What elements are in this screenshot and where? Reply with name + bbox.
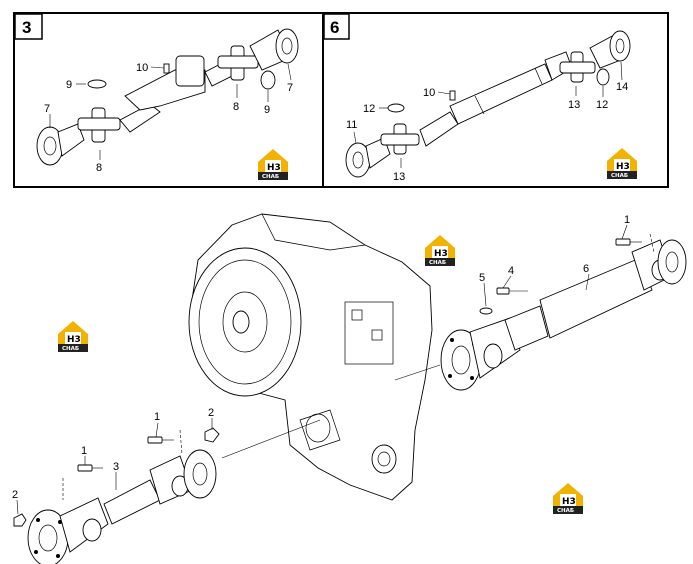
callout-3: 3 <box>113 461 119 473</box>
panel-6-label: 6 <box>330 18 339 37</box>
svg-text:CHAБ: CHAБ <box>429 260 446 266</box>
brand-logo-icon: H3 CHAБ <box>553 480 583 514</box>
bolt-front-lower <box>77 464 103 472</box>
callout-10: 10 <box>136 62 148 74</box>
seal-ring-left-6 <box>387 103 405 113</box>
svg-text:H3: H3 <box>267 163 281 173</box>
panel-6: 6 12 11 13 <box>322 12 669 188</box>
callout-8-right: 8 <box>233 101 239 113</box>
callout-10-6: 10 <box>423 87 435 99</box>
bolt-front-upper <box>147 436 174 444</box>
brand-logo-icon: H3 CHAБ <box>258 146 288 180</box>
transmission-housing <box>188 213 433 501</box>
callout-2-mid: 2 <box>208 407 214 419</box>
grease-nipple-6 <box>449 90 456 101</box>
svg-text:H3: H3 <box>67 335 81 345</box>
svg-text:CHAБ: CHAБ <box>262 174 279 180</box>
callout-11: 11 <box>346 119 357 131</box>
callout-5: 5 <box>479 272 485 284</box>
callout-8-left: 8 <box>96 162 102 174</box>
callout-1-lower: 1 <box>81 445 87 457</box>
seal-ring-top <box>87 79 107 89</box>
callout-9-right: 9 <box>264 104 270 116</box>
slip-yoke-rear <box>504 305 549 351</box>
panel-3: 3 9 7 10 8 8 <box>13 12 324 188</box>
control-valve-block <box>344 301 394 365</box>
output-bore <box>371 444 397 474</box>
svg-text:CHAБ: CHAБ <box>557 508 574 514</box>
brand-logo-icon: H3 CHAБ <box>58 318 88 352</box>
drive-shaft-rear <box>440 239 687 391</box>
shaft-tube-front <box>103 479 161 525</box>
brand-logo-icon: H3 CHAБ <box>425 232 455 266</box>
flange-rear-right <box>657 239 687 285</box>
drive-hub <box>232 310 250 334</box>
bolt-rear-upper <box>615 238 642 246</box>
callout-1-upper: 1 <box>624 214 630 226</box>
main-exploded-view: 1 2 1 2 3 5 4 1 6 H3 CHAБ H3 CHAБ H3 CHA… <box>12 213 687 564</box>
seal-ring-right-6 <box>596 68 610 86</box>
callout-14: 14 <box>616 81 628 93</box>
svg-text:CHAБ: CHAБ <box>62 346 79 352</box>
flange-front-right <box>183 449 217 499</box>
callout-2-lower: 2 <box>12 489 18 501</box>
washer <box>479 307 493 315</box>
callout-12-left: 12 <box>363 103 375 115</box>
callout-13-right: 13 <box>568 99 580 111</box>
panel-3-label-box <box>14 13 43 40</box>
brand-logo-icon: H3 CHAБ <box>607 145 637 179</box>
callout-6: 6 <box>583 263 589 275</box>
svg-text:H3: H3 <box>434 249 448 259</box>
callout-7-right: 7 <box>287 82 293 94</box>
callout-9-top: 9 <box>66 79 72 91</box>
callout-12-right: 12 <box>596 99 608 111</box>
shaft-tube-rear <box>539 257 653 339</box>
callout-4: 4 <box>508 265 514 277</box>
svg-text:H3: H3 <box>562 497 576 507</box>
flange-yoke-right <box>275 28 299 64</box>
callout-13-left: 13 <box>393 171 405 183</box>
flange-yoke-right-6 <box>609 30 631 62</box>
seal-ring-right <box>260 70 276 90</box>
yoke-body-left <box>57 123 85 157</box>
panel-3-label: 3 <box>22 18 31 37</box>
callout-7-left: 7 <box>44 103 50 115</box>
grease-nipple <box>163 63 170 74</box>
bolt-rear-long <box>496 287 528 295</box>
svg-text:H3: H3 <box>616 162 630 172</box>
nut-front-upper <box>204 427 220 443</box>
drive-shaft-front <box>27 449 217 564</box>
callout-1-mid: 1 <box>154 411 160 423</box>
svg-text:CHAБ: CHAБ <box>611 173 628 179</box>
nut-front-lower <box>13 513 27 527</box>
panel-6-label-box <box>323 13 350 40</box>
